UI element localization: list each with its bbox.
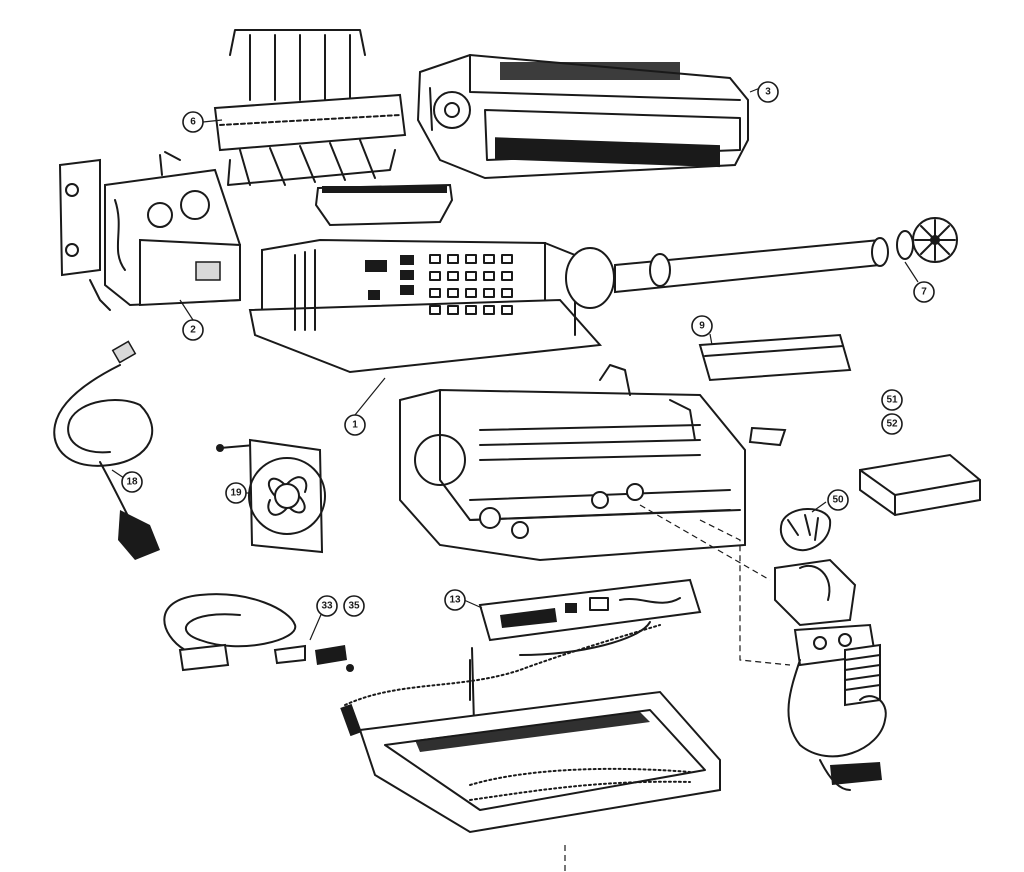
part-carriage-frame <box>399 364 787 562</box>
callout-2: 2 <box>182 319 204 341</box>
part-base-tray <box>340 690 721 834</box>
callouts: 1 2 3 6 7 9 13 18 <box>121 81 935 617</box>
part-motor-assembly <box>774 558 887 791</box>
part-power-supply <box>58 151 241 311</box>
part-platen-roller <box>565 217 958 309</box>
callout-9-label: 9 <box>699 321 705 332</box>
assembly-dash-lines <box>564 504 791 872</box>
callout-50-label: 50 <box>832 495 844 506</box>
callout-51: 51 <box>881 389 903 411</box>
callout-51-label: 51 <box>886 395 898 406</box>
callout-33: 33 <box>316 595 338 617</box>
callout-19-label: 19 <box>230 488 242 499</box>
callout-3: 3 <box>757 81 779 103</box>
callout-1: 1 <box>344 414 366 436</box>
callout-19: 19 <box>225 482 247 504</box>
callout-52-label: 52 <box>886 419 898 430</box>
part-cartridge <box>859 453 981 517</box>
part-knob <box>780 508 832 552</box>
callout-7: 7 <box>913 281 935 303</box>
part-top-cover <box>416 53 749 180</box>
callout-33-label: 33 <box>321 601 333 612</box>
part-power-cord <box>53 340 160 560</box>
callout-9: 9 <box>691 315 713 337</box>
leader-lines <box>111 87 919 641</box>
callout-52: 52 <box>881 413 903 435</box>
callout-18: 18 <box>121 471 143 493</box>
part-bracket-top <box>314 183 454 227</box>
callout-7-label: 7 <box>921 287 927 298</box>
callout-13-label: 13 <box>449 595 461 606</box>
part-strip <box>698 333 852 382</box>
callout-2-label: 2 <box>190 325 196 336</box>
callout-1-label: 1 <box>352 420 358 431</box>
callout-13: 13 <box>444 589 466 611</box>
part-fan <box>216 438 326 554</box>
part-main-chassis <box>248 238 603 374</box>
callout-35-label: 35 <box>348 601 360 612</box>
part-paper-guide <box>213 29 407 186</box>
callout-50: 50 <box>827 489 849 511</box>
callout-35: 35 <box>343 595 365 617</box>
callout-18-label: 18 <box>126 477 138 488</box>
chassis-grid-slots <box>365 254 513 315</box>
part-ribbon-cable <box>344 621 661 706</box>
callout-6-label: 6 <box>190 117 196 128</box>
callout-3-label: 3 <box>765 87 771 98</box>
callout-6: 6 <box>182 111 204 133</box>
part-interface-cable <box>163 593 354 672</box>
